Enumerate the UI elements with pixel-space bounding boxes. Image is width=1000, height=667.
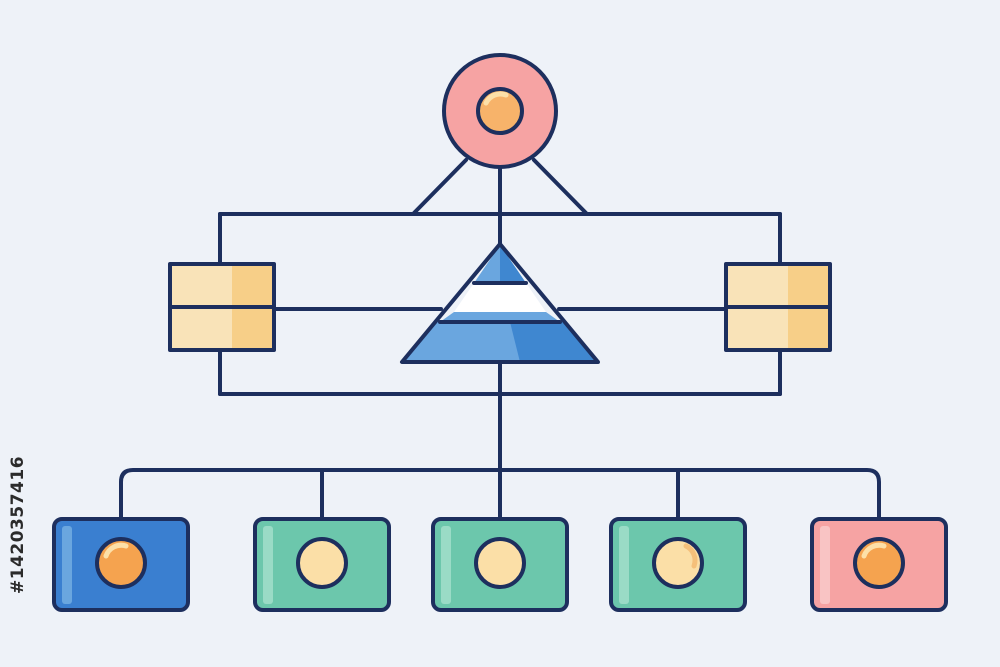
left-panel-row-top-shade bbox=[232, 264, 274, 306]
right-panel-row-bottom-shade bbox=[788, 308, 830, 350]
leaf-node-2 bbox=[253, 517, 391, 612]
leaf-row bbox=[52, 517, 948, 612]
leaf-2-dot-icon bbox=[296, 537, 348, 589]
connectors bbox=[119, 158, 881, 520]
pyramid-icon bbox=[400, 242, 600, 364]
pyramid-outline bbox=[400, 242, 600, 364]
right-panel-row-top-shade bbox=[788, 264, 830, 306]
leaf-node-5 bbox=[810, 517, 948, 612]
leaf-node-4 bbox=[609, 517, 747, 612]
right-panel bbox=[724, 262, 832, 352]
stock-image-id: #1420357416 bbox=[8, 455, 28, 595]
root-left-spoke bbox=[412, 158, 468, 215]
leaf-node-1 bbox=[52, 517, 190, 612]
leaf-1-dot-icon bbox=[95, 537, 147, 589]
root-node bbox=[442, 53, 558, 169]
pyramid-band bbox=[454, 283, 546, 312]
left-panel bbox=[168, 262, 276, 352]
root-right-spoke bbox=[532, 158, 588, 215]
leaf-5-dot-icon bbox=[853, 537, 905, 589]
leaf-3-dot-icon bbox=[474, 537, 526, 589]
left-panel-row-bottom-shade bbox=[232, 308, 274, 350]
leaf-node-3 bbox=[431, 517, 569, 612]
target-node-icon bbox=[476, 87, 524, 135]
leaf-bus bbox=[119, 468, 881, 520]
leaf-4-dot-icon bbox=[652, 537, 704, 589]
pyramid-tier-base-shade bbox=[510, 322, 598, 362]
pyramid-tier-mid bbox=[440, 312, 560, 322]
